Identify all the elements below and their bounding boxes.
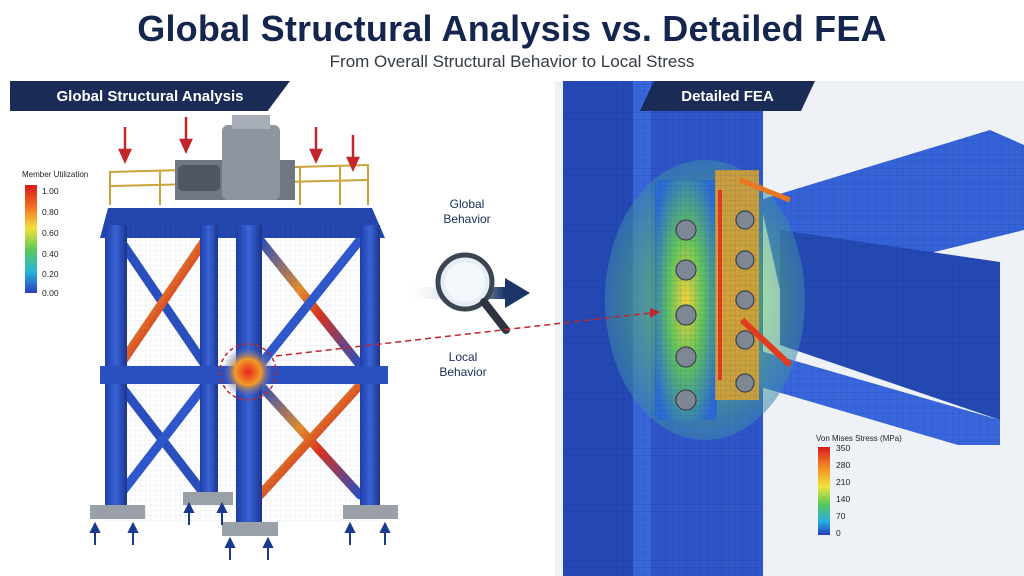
utilization-color-bar — [25, 185, 37, 293]
utilization-tick: 0.60 — [42, 228, 59, 238]
bolt-icon — [735, 210, 755, 230]
bolt-icon — [735, 250, 755, 270]
utilization-scale-title: Member Utilization — [22, 170, 89, 179]
stress-color-bar — [818, 447, 830, 535]
arrow-right-icon — [505, 278, 530, 308]
equipment-icon — [175, 115, 295, 200]
bolt-icon — [675, 304, 697, 326]
stress-tick: 0 — [836, 528, 841, 538]
utilization-tick: 0.00 — [42, 288, 59, 298]
global-analysis-banner: Global Structural Analysis — [10, 81, 290, 111]
magnifier-icon — [435, 252, 510, 334]
page-subtitle: From Overall Structural Behavior to Loca… — [329, 52, 695, 71]
local-behavior-line-2: Behavior — [439, 365, 487, 379]
stress-scale-title: Von Mises Stress (MPa) — [816, 434, 902, 443]
stress-tick: 140 — [836, 494, 851, 504]
stress-tick: 350 — [836, 443, 851, 453]
bolt-icon — [675, 219, 697, 241]
zoom-connector — [275, 252, 660, 357]
utilization-tick: 0.80 — [42, 207, 59, 217]
load-arrows — [118, 117, 360, 173]
reaction-arrows — [89, 501, 391, 560]
utilization-tick: 1.00 — [42, 186, 59, 196]
local-behavior-label: Local Behavior — [418, 350, 508, 380]
page-title: Global Structural Analysis vs. Detailed … — [137, 8, 887, 49]
local-behavior-line-1: Local — [448, 350, 478, 364]
bolt-icon — [735, 330, 755, 350]
bolt-icon — [675, 389, 697, 411]
stress-tick: 70 — [836, 511, 846, 521]
bolt-icon — [675, 259, 697, 281]
stress-tick: 280 — [836, 460, 851, 470]
global-frame-model — [25, 115, 398, 560]
bolt-icon — [735, 373, 755, 393]
utilization-tick: 0.40 — [42, 249, 59, 259]
stress-tick: 210 — [836, 477, 851, 487]
global-behavior-line-1: Global — [449, 197, 485, 211]
global-behavior-label: Global Behavior — [422, 197, 512, 227]
joint-highlight-circle — [219, 343, 277, 401]
bolt-icon — [675, 346, 697, 368]
bolt-icon — [735, 290, 755, 310]
detailed-fea-model — [555, 81, 1024, 576]
global-behavior-line-2: Behavior — [443, 212, 491, 226]
detailed-fea-banner: Detailed FEA — [640, 81, 815, 111]
utilization-tick: 0.20 — [42, 269, 59, 279]
